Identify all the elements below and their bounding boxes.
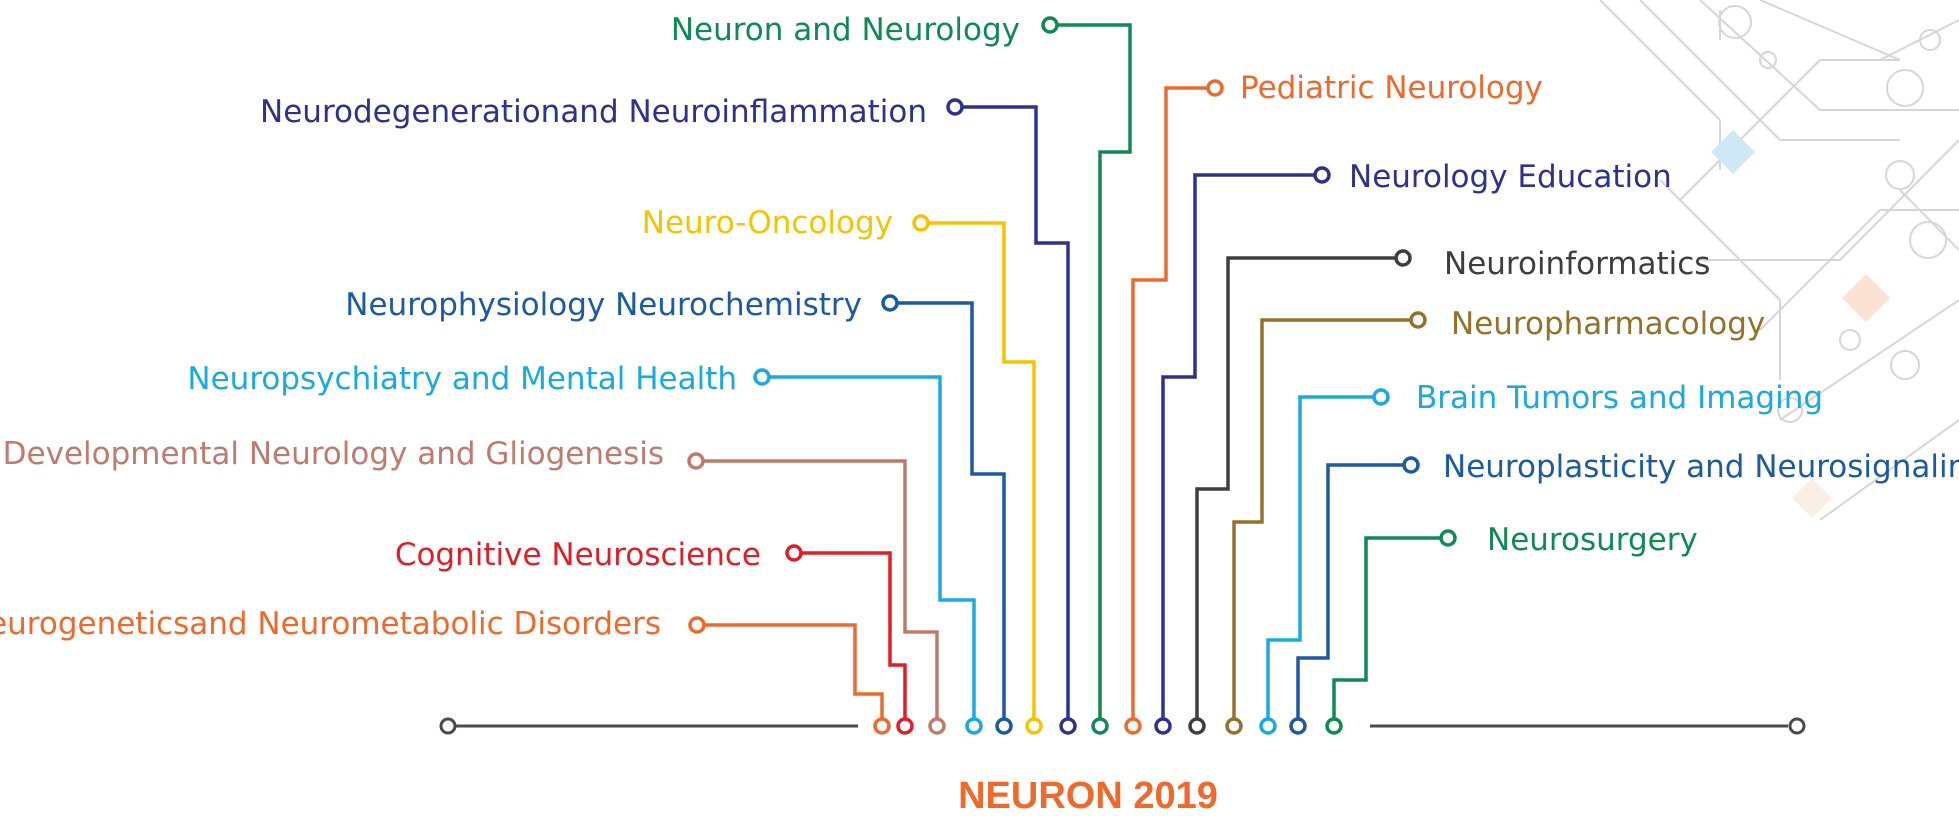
topic-label-right-6: Neurosurgery: [1487, 522, 1698, 558]
pattern-node: [1909, 221, 1947, 259]
pattern-node: [1886, 69, 1924, 107]
topic-label-left-5: Developmental Neurology and Gliogenesis: [3, 436, 664, 472]
connector-right-6: [1332, 536, 1448, 718]
topic-end-node-left-6: [785, 544, 803, 562]
topic-end-node-left-3: [881, 294, 899, 312]
topic-label-left-7: Neurogeneticsand Neurometabolic Disorder…: [0, 606, 661, 642]
pattern-trace: [1899, 189, 1959, 251]
topic-end-node-right-4: [1372, 388, 1390, 406]
axis-node-right-5: [1289, 717, 1307, 735]
topic-label-left-0: Neuron and Neurology: [671, 12, 1020, 48]
axis-node-right-2: [1188, 717, 1206, 735]
topic-label-right-5: Neuroplasticity and Neurosignaling: [1443, 449, 1959, 485]
topic-end-node-right-3: [1409, 311, 1427, 329]
pattern-trace: [1679, 59, 1821, 201]
topic-label-right-0: Pediatric Neurology: [1240, 70, 1543, 106]
connector-right-1: [1161, 173, 1322, 718]
axis-node-right-6: [1325, 717, 1343, 735]
topic-label-right-4: Brain Tumors and Imaging: [1416, 380, 1823, 416]
topic-label-left-6: Cognitive Neuroscience: [395, 537, 761, 573]
pattern-node: [1890, 350, 1920, 380]
pattern-node: [1718, 5, 1752, 39]
pattern-trace: [1759, 0, 1901, 61]
topic-end-node-left-7: [688, 616, 706, 634]
connector-right-5: [1296, 463, 1411, 718]
axis-node-left-6: [896, 717, 914, 735]
axis-node-right-4: [1259, 717, 1277, 735]
axis-node-left-0: [1091, 717, 1109, 735]
topic-label-left-4: Neuropsychiatry and Mental Health: [187, 361, 737, 397]
pattern-node: [1777, 397, 1803, 423]
connector-right-2: [1195, 256, 1403, 718]
topic-label-right-3: Neuropharmacology: [1451, 306, 1765, 342]
connector-left-1: [955, 105, 1070, 718]
axis-node-left-1: [1059, 717, 1077, 735]
axis-end-node-left: [439, 717, 457, 735]
topic-end-node-right-6: [1439, 529, 1457, 547]
pattern-diamond: [1792, 478, 1832, 518]
connector-left-2: [921, 221, 1036, 718]
connector-right-3: [1232, 318, 1418, 718]
axis-node-left-7: [873, 717, 891, 735]
topic-labels: Neuron and NeurologyNeurodegenerationand…: [0, 12, 1959, 642]
topic-end-node-left-0: [1041, 16, 1059, 34]
topic-end-node-right-2: [1394, 249, 1412, 267]
topic-end-node-right-1: [1313, 166, 1331, 184]
connector-left-3: [890, 301, 1006, 718]
connector-left-0: [1050, 23, 1132, 718]
topic-end-node-right-0: [1206, 79, 1224, 97]
pattern-node: [1839, 329, 1861, 351]
topic-connectors: [687, 16, 1457, 735]
topic-label-right-1: Neurology Education: [1349, 159, 1672, 195]
topic-label-left-3: Neurophysiology Neurochemistry: [345, 287, 862, 323]
axis-node-left-3: [995, 717, 1013, 735]
topic-end-node-left-4: [753, 368, 771, 386]
topic-label-right-2: Neuroinformatics: [1444, 246, 1710, 282]
axis-node-right-1: [1154, 717, 1172, 735]
pattern-trace: [1599, 0, 1721, 121]
background-circuit-pattern: [1599, 0, 1959, 521]
topic-label-left-1: Neurodegenerationand Neuroinflammation: [260, 94, 927, 130]
connector-left-4: [762, 375, 976, 718]
pattern-trace: [1779, 299, 1959, 421]
connector-left-5: [696, 459, 939, 718]
pattern-trace: [1819, 419, 1959, 521]
timeline-axis: [439, 717, 1806, 735]
connector-right-4: [1266, 395, 1381, 718]
pattern-node: [1919, 29, 1941, 51]
axis-node-left-2: [1025, 717, 1043, 735]
topic-end-node-left-5: [687, 452, 705, 470]
pattern-trace: [1659, 179, 1781, 301]
connector-left-6: [794, 551, 907, 718]
diagram-title: NEURON 2019: [958, 775, 1218, 816]
connector-left-7: [697, 623, 884, 718]
pattern-node: [1885, 160, 1915, 190]
topic-end-node-left-1: [946, 98, 964, 116]
topic-end-node-right-5: [1402, 456, 1420, 474]
pattern-node: [1759, 51, 1777, 69]
pattern-trace: [1639, 0, 1781, 141]
axis-node-left-5: [928, 717, 946, 735]
topic-label-left-2: Neuro-Oncology: [642, 205, 893, 241]
pattern-diamond: [1711, 130, 1755, 174]
axis-node-right-3: [1225, 717, 1243, 735]
connector-right-0: [1131, 86, 1215, 718]
pattern-diamond: [1842, 274, 1890, 322]
pattern-trace: [1839, 139, 1959, 261]
axis-end-node-right: [1788, 717, 1806, 735]
axis-node-right-0: [1124, 717, 1142, 735]
axis-node-left-4: [965, 717, 983, 735]
pattern-trace: [1699, 0, 1821, 111]
topic-end-node-left-2: [912, 214, 930, 232]
